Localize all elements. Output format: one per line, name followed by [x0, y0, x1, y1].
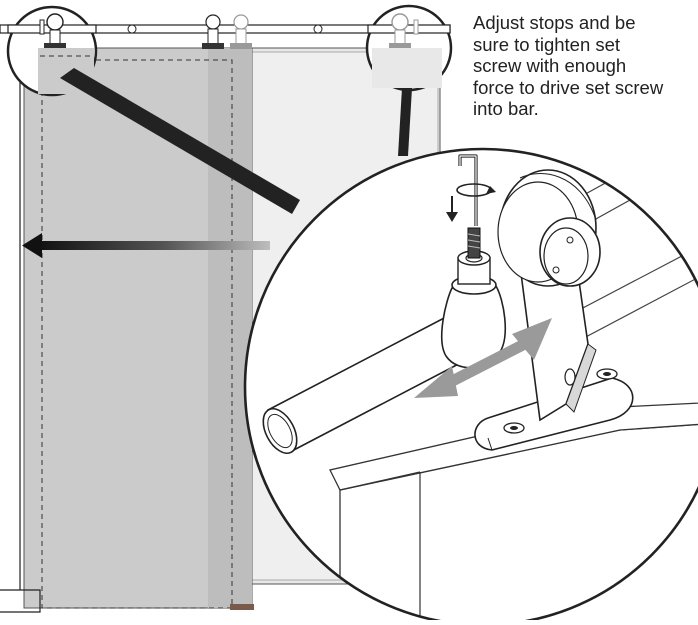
rotation-arrow-icon: [456, 183, 496, 197]
floor-line: [0, 589, 41, 613]
floor-guide: [230, 604, 254, 610]
set-screw: [467, 227, 481, 259]
instruction-line: sure to tighten set: [473, 33, 621, 55]
rail-bolt: [127, 24, 137, 34]
leader-wedge: [60, 68, 300, 214]
roller-hanger: [230, 14, 252, 49]
leader-wedge: [398, 88, 412, 156]
slide-direction-arrow-icon: [22, 233, 270, 258]
instruction-line: Adjust stops and be: [473, 12, 636, 33]
instruction-line: into bar.: [473, 98, 539, 119]
door-overlap: [208, 48, 252, 608]
hex-key-icon: [458, 154, 478, 226]
instruction-line: force to drive set screw: [473, 76, 664, 98]
door-dashed-outline: [41, 59, 233, 609]
down-arrow-icon: [446, 196, 458, 222]
roller-hanger: [202, 14, 224, 49]
instruction-text: Adjust stops and be sure to tighten set …: [473, 12, 695, 120]
rail-bolt: [313, 24, 323, 34]
detail-circle-left: [6, 5, 98, 97]
double-headed-arrow-icon: [414, 318, 552, 398]
detail-circle-right: [365, 4, 453, 92]
instruction-line: screw with enough: [473, 55, 627, 76]
